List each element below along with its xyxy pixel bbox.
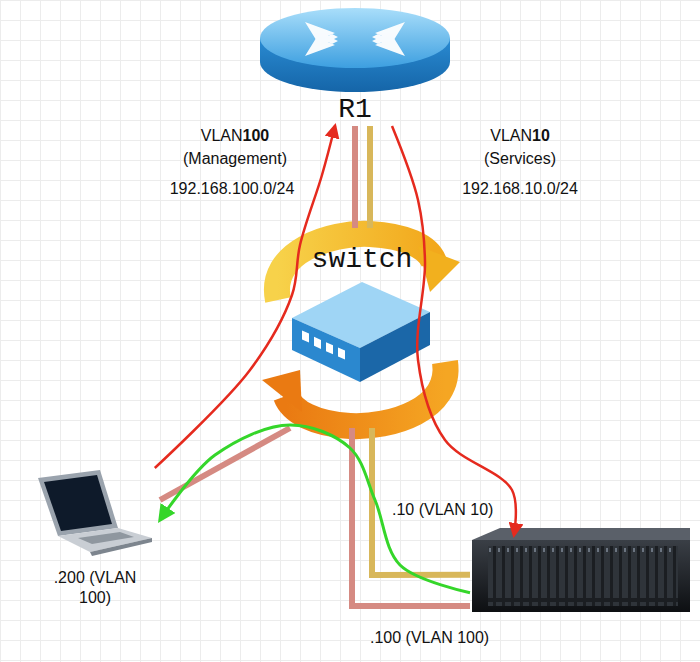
- vlan-label: 192.168.10.0/24: [462, 179, 578, 199]
- node-label: .200 (VLAN 100): [45, 568, 145, 608]
- network-link: [352, 126, 358, 228]
- node-label: switch: [262, 244, 462, 276]
- router-icon: [260, 8, 450, 92]
- laptop-node: .200 (VLAN 100): [30, 468, 160, 608]
- node-label: R1: [255, 94, 455, 126]
- laptop-icon: [38, 470, 152, 556]
- network-link: [367, 126, 373, 228]
- network-link: [160, 428, 290, 500]
- router-node: R1: [255, 4, 455, 126]
- vlan-label: (Management): [183, 149, 287, 169]
- server-icon: [472, 528, 690, 612]
- node-label: .100 (VLAN 100): [370, 628, 489, 648]
- vlan-label: VLAN10: [490, 126, 550, 146]
- vlan-label: 192.168.100.0/24: [170, 179, 295, 199]
- node-label: .10 (VLAN 10): [392, 500, 493, 520]
- switch-node: switch: [262, 228, 462, 428]
- vlan-label: VLAN100: [201, 126, 270, 146]
- server-node: .10 (VLAN 10).100 (VLAN 100): [470, 535, 690, 613]
- vlan-label: (Services): [484, 149, 556, 169]
- traffic-arrow: [155, 126, 335, 468]
